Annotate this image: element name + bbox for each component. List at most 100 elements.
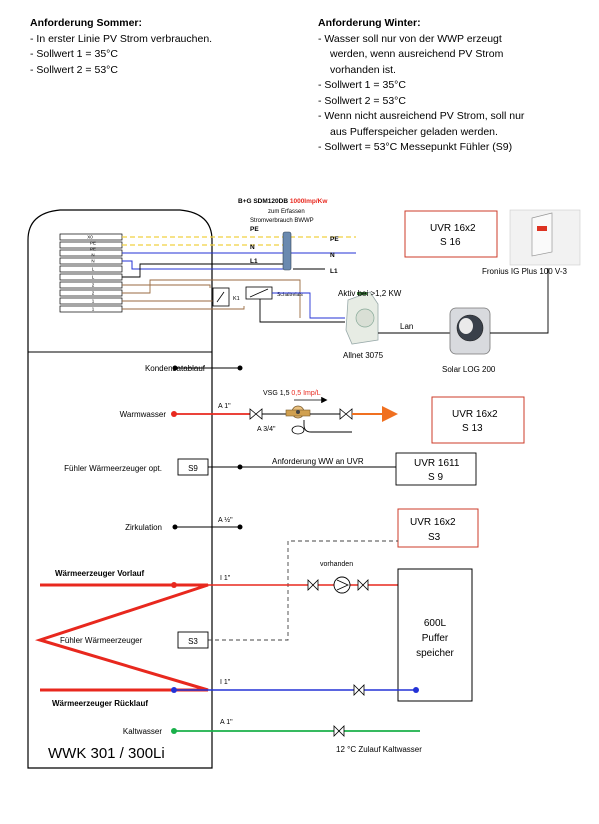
terminal-label: X0 [87,235,93,240]
vorlauf-i-label: I 1" [220,575,231,582]
aktiv-label: Aktiv bei >1,2 KW [338,289,402,298]
uvr-s13-box [431,396,525,444]
fronius-inverter-icon [509,209,581,266]
summer-line: - Sollwert 2 = 53°C [30,63,118,76]
uvr-s3-line2: S3 [428,532,441,543]
sensor-line [303,420,352,433]
terminal-label: 1 [92,307,95,312]
s3-signal-line [208,540,398,641]
terminal-label: L [92,267,95,272]
winter-line: vorhanden ist. [330,63,396,76]
ball-valve-icon [333,725,345,737]
kalt-a-label: A 1" [220,719,233,726]
connection-dot [237,524,243,530]
energy-meter-icon [282,231,292,271]
fronius-label: Fronius IG Plus 100 V-3 [482,267,567,276]
meter-name: B+G SDM120DB 1000Imp/Kw [238,198,328,205]
wire-1b [122,306,245,310]
uvr-s16-line1: UVR 16x2 [430,223,476,234]
lan-label: Lan [400,322,413,331]
pump-icon [333,576,351,594]
warmwasser-label: Warmwasser [120,410,167,419]
wire-2b [122,279,301,318]
k1-switch [216,291,225,303]
wire-2 [122,284,211,288]
connection-dot [171,728,177,734]
pump-arrow [336,579,349,591]
terminal-label: L [92,275,95,280]
connection-dot [237,365,243,371]
winter-line: - Wenn nicht ausreichend PV Strom, soll … [318,110,525,122]
allnet-socket-icon [345,291,379,345]
vorhanden-label: vorhanden [320,561,353,568]
meter-n-label: N [250,244,255,251]
uvr-s13-line1: UVR 16x2 [452,409,498,420]
meter-l1-label: L1 [250,258,258,265]
terminal-label: N [91,253,94,258]
connection-dot [237,464,243,470]
uvr-s3-line1: UVR 16x2 [410,517,456,528]
puffer-line2: Puffer [422,633,449,644]
uvr-s3-box [397,508,479,548]
bus-pe-label: PE [330,236,339,243]
flow-meter-icon [285,405,311,419]
uvr-s16-box [404,210,498,258]
uvr1611-line1: UVR 1611 [414,458,460,469]
connection-dot [171,687,177,693]
terminal-label: PE [90,241,96,246]
s3-sensor-box [177,631,209,649]
vorlauf-label: Wärmeerzeuger Vorlauf [55,569,145,578]
a34-label: A 3/4" [257,426,276,433]
ball-valve-icon [353,684,365,696]
winter-line: - Sollwert = 53°C Messepunkt Fühler (S9) [318,141,513,153]
tank-label: WWK 301 / 300Li [48,745,165,762]
connection-dot [171,582,177,588]
vsg-label: VSG 1,5 0,5 Imp/L [263,390,321,397]
relay-n-wire [272,292,345,319]
terminal-label: 2 [92,283,95,288]
summer-requirements: Anforderung Sommer: - In erster Linie PV… [30,16,290,78]
uvr1611-box [395,452,477,486]
bus-l1-label: L1 [330,268,338,275]
summer-line: - Sollwert 1 = 35°C [30,48,118,60]
meter-pe-label: PE [250,226,259,233]
zirkulation-label: Zirkulation [125,523,162,532]
terminal-label: 1 [92,299,95,304]
connection-dot [413,687,419,693]
solar-log-label: Solar LOG 200 [442,365,496,374]
tank-body [27,209,213,769]
terminal-label: N [91,259,94,264]
terminal-label: 2 [92,291,95,296]
meter-desc-2: Stromverbrauch BWWP [250,218,314,224]
fuehler-opt-label: Fühler Wärmeerzeuger opt. [64,464,162,473]
relay-diag [249,288,269,298]
buffer-tank [397,568,473,702]
zirk-a-label: A ½" [218,516,233,524]
ruecklauf-label: Wärmeerzeuger Rücklauf [52,699,148,708]
relay-wire [259,299,345,323]
winter-title: Anforderung Winter: [318,17,421,29]
s3-label: S3 [188,637,198,646]
connection-dot [172,365,178,371]
k1-contact [212,287,230,307]
allnet-label: Allnet 3075 [343,351,384,360]
winter-requirements: Anforderung Winter: - Wasser soll nur vo… [318,16,588,156]
heat-exchanger-coil [34,583,209,692]
zulauf-label: 12 °C Zulauf Kaltwasser [336,745,422,754]
bus-n-label: N [330,252,335,259]
winter-line: aus Pufferspeicher geladen werden. [330,125,498,138]
puffer-line1: 600L [424,618,447,629]
terminal-label: PE [90,247,96,252]
fronius-data-cable [490,268,549,334]
terminal-strip: X0 PE PE N N L L 2 2 1 1 [59,233,123,313]
check-valve-icon [339,408,353,420]
winter-line: - Sollwert 1 = 35°C [318,79,406,91]
solar-log-icon [449,307,491,355]
n-wire-2 [122,260,287,270]
spacer [356,237,405,253]
s9-label: S9 [188,464,198,473]
uvr1611-line2: S 9 [428,472,443,483]
check-valve-icon [357,579,369,591]
summer-title: Anforderung Sommer: [30,17,143,29]
